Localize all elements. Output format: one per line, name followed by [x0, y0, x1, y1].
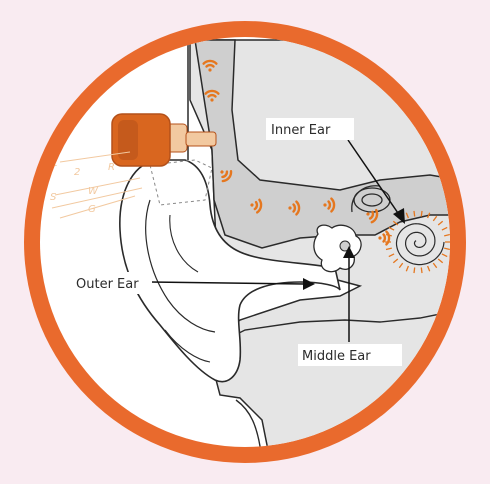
device-marking-letter: R — [108, 162, 115, 173]
cochlea-ridge — [421, 211, 422, 217]
outer-ear-label: Outer Ear — [76, 277, 139, 292]
device-marking-letter: S — [50, 192, 57, 203]
cochlea-ridge — [421, 268, 422, 274]
cochlea-ridge — [414, 211, 415, 217]
device-marking-letter: W — [88, 186, 99, 197]
middle-ear-label: Middle Ear — [302, 349, 371, 364]
inner-ear-label: Inner Ear — [271, 123, 331, 138]
device-marking-letter: G — [88, 204, 96, 215]
cochlea-ridge — [414, 268, 415, 274]
device-marking-letter: 2 — [74, 167, 80, 178]
